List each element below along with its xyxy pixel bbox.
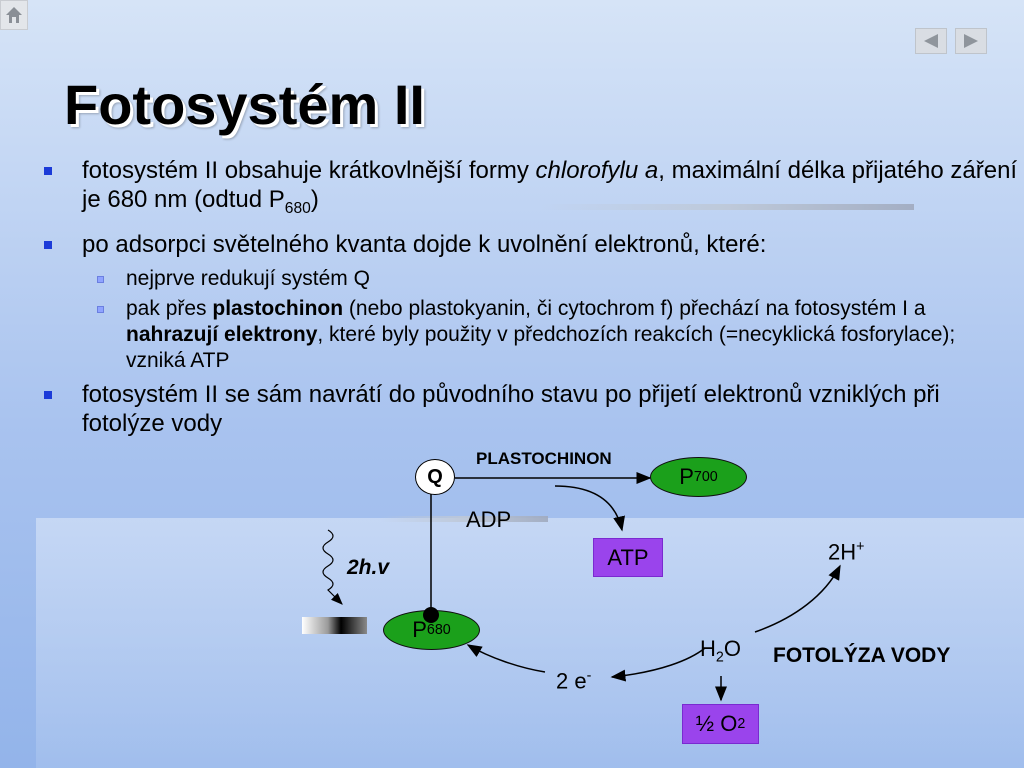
- triangle-right-icon: [964, 34, 978, 48]
- hplus-label: 2H+: [828, 539, 865, 565]
- arrow-water-to-hplus: [754, 564, 841, 633]
- q-node: Q: [415, 459, 455, 495]
- bullet-marker: [44, 390, 52, 399]
- light-gradient-bar: [302, 617, 367, 634]
- electrons-label: 2 e-: [556, 668, 592, 694]
- bullet-item: fotosystém II se sám navrátí do původníh…: [44, 380, 1019, 438]
- next-slide-button[interactable]: [955, 28, 987, 54]
- home-button[interactable]: [0, 0, 28, 30]
- light-wave-arrow: [322, 529, 343, 605]
- page-title: Fotosystém II: [64, 73, 425, 136]
- sub-bullet-marker: [97, 305, 104, 313]
- fotolyza-label: FOTOLÝZA VODY: [773, 644, 951, 667]
- home-icon: [6, 7, 22, 23]
- plastochinon-label: PLASTOCHINON: [476, 449, 612, 468]
- sub-bullet-item: nejprve redukují systém Q: [44, 266, 1019, 292]
- atp-box: ATP: [593, 538, 663, 577]
- triangle-left-icon: [924, 34, 938, 48]
- reaction-center-dot: [423, 607, 439, 623]
- light-energy-label: 2h.v: [347, 556, 390, 579]
- bullet-marker: [44, 240, 52, 249]
- bullet-marker: [44, 167, 52, 175]
- bullet-item: fotosystém II obsahuje krátkovlnější for…: [44, 156, 1019, 223]
- bullet-list: fotosystém II obsahuje krátkovlnější for…: [44, 156, 1019, 445]
- arrow-water-to-electrons: [610, 647, 706, 682]
- arrow-electrons-to-p680: [466, 644, 546, 673]
- arrow-adp-to-atp: [554, 485, 625, 532]
- sub-bullet-marker: [97, 275, 104, 283]
- sub-bullet-item: pak přes plastochinon (nebo plastokyanin…: [44, 296, 1019, 374]
- water-label: H2O: [700, 636, 741, 666]
- bullet-item: po adsorpci světelného kvanta dojde k uv…: [44, 230, 1019, 259]
- adp-label: ADP: [466, 507, 512, 532]
- previous-slide-button[interactable]: [915, 28, 947, 54]
